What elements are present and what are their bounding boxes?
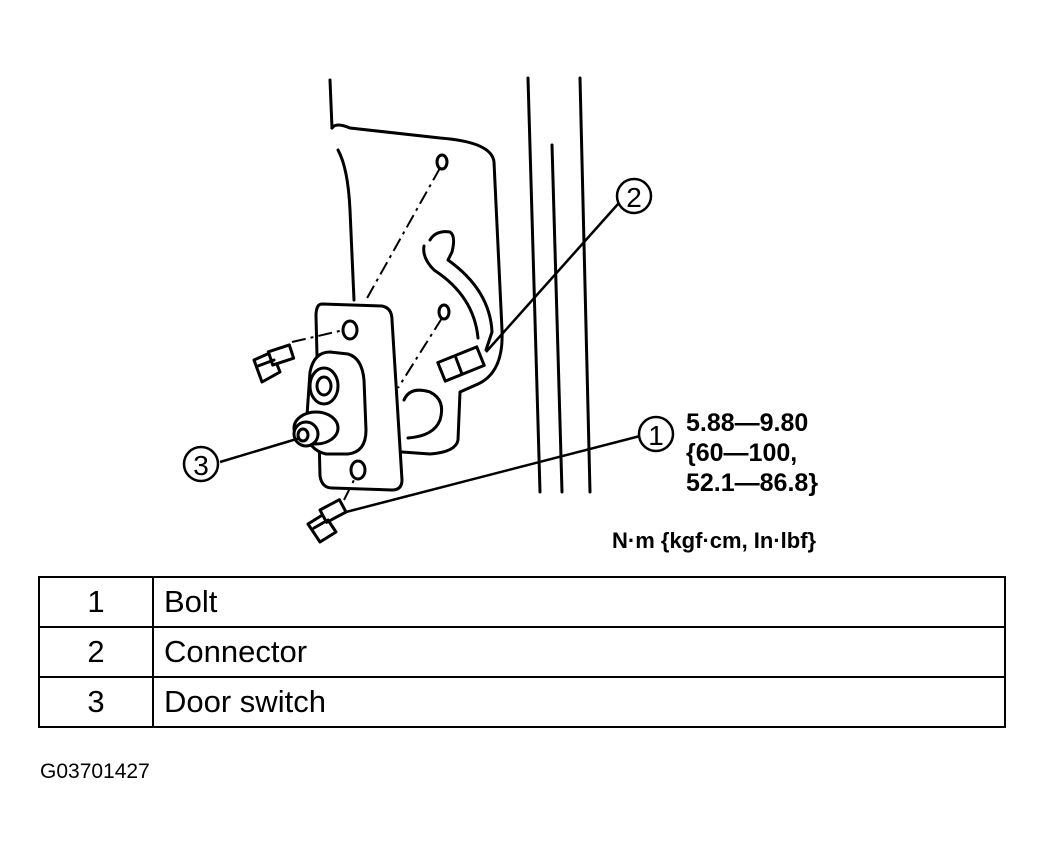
connector-ridge <box>454 356 464 376</box>
pillar-line <box>578 76 592 494</box>
part-number: 1 <box>38 576 154 628</box>
leader-line-3 <box>219 436 301 464</box>
mount-hole <box>435 153 449 171</box>
lower-bolt <box>306 498 348 544</box>
alignment-line <box>397 317 443 389</box>
switch-nut <box>308 366 340 406</box>
wire-harness <box>428 230 494 352</box>
callout-3-label: 3 <box>193 450 209 481</box>
part-name: Door switch <box>152 676 1006 728</box>
panel-inner-edge <box>336 148 356 302</box>
switch-nut-inner <box>315 375 333 397</box>
wire-harness <box>422 244 480 340</box>
part-name: Bolt <box>152 576 1006 628</box>
frame-line <box>328 78 334 130</box>
callout-3: 3 <box>182 445 220 483</box>
alignment-line <box>365 167 441 301</box>
part-number: 2 <box>38 626 154 678</box>
table-row: 3 Door switch <box>38 676 1006 728</box>
pillar-line <box>550 143 564 494</box>
table-row: 2 Connector <box>38 626 1006 678</box>
table-row: 1 Bolt <box>38 576 1006 628</box>
callout-2-label: 2 <box>626 182 642 213</box>
callout-1: 1 <box>637 415 675 453</box>
upper-bolt <box>252 343 296 384</box>
door-switch-diagram: 2 1 3 <box>182 76 675 544</box>
connector <box>436 345 486 383</box>
part-name: Connector <box>152 626 1006 678</box>
leader-line-2 <box>485 203 619 353</box>
panel-recess <box>402 388 444 440</box>
pillar-line <box>526 76 542 494</box>
mount-hole <box>437 303 451 321</box>
torque-kgfcm: {60—100, <box>686 439 798 467</box>
torque-inlbf: 52.1—86.8} <box>686 469 819 497</box>
torque-spec: 5.88—9.80 {60—100, 52.1—86.8} <box>686 408 818 498</box>
part-number: 3 <box>38 676 154 728</box>
callout-2: 2 <box>615 177 653 215</box>
torque-units: N·m {kgf·cm, In·lbf} <box>612 528 817 553</box>
figure-code: G03701427 <box>40 760 150 783</box>
leader-line-1 <box>345 434 641 514</box>
pillar-panel <box>330 123 504 456</box>
switch-plunger-tip <box>296 427 310 443</box>
alignment-line <box>343 475 357 501</box>
torque-nm: 5.88—9.80 <box>686 409 809 437</box>
bracket-hole <box>349 459 367 481</box>
bracket-hole <box>341 319 359 341</box>
parts-legend-table: 1 Bolt 2 Connector 3 Door switch <box>38 576 1006 728</box>
callout-1-label: 1 <box>648 420 664 451</box>
alignment-line <box>291 329 345 343</box>
